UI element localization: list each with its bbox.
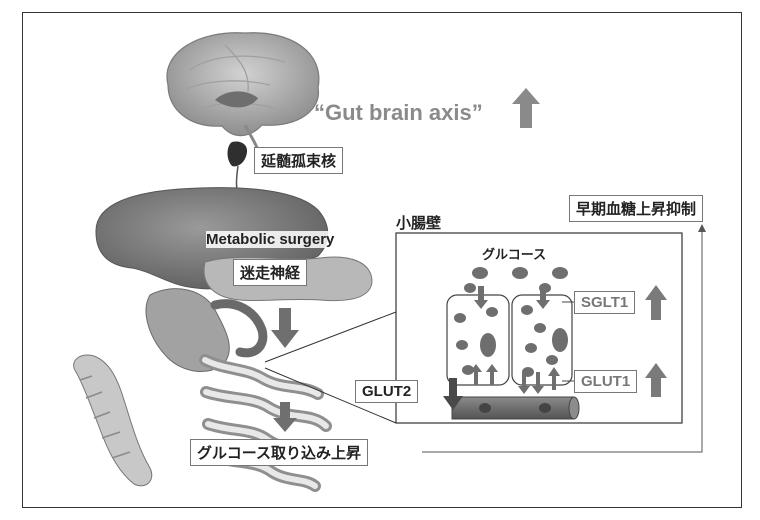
down-arrow-icon <box>271 308 299 348</box>
up-arrow-icon <box>645 285 667 320</box>
intestine-wall-label: 小腸壁 <box>396 212 441 233</box>
metabolic-surgery-label: Metabolic surgery <box>206 231 334 248</box>
vagus-nerve-label: 迷走神経 <box>233 259 307 286</box>
up-arrow-icon <box>645 363 667 397</box>
glut2-label: GLUT2 <box>355 380 418 403</box>
glucose-label: グルコース <box>482 244 546 263</box>
brain-illustration <box>167 33 319 150</box>
up-arrow-icon <box>512 88 540 128</box>
nucleus-label: 延髄孤束核 <box>254 147 343 174</box>
glucose-uptake-label: グルコース取り込み上昇 <box>190 439 368 466</box>
early-glucose-suppression-label: 早期血糖上昇抑制 <box>569 195 703 222</box>
nucleus-marker <box>228 141 248 166</box>
blood-vessel <box>452 397 574 419</box>
glut1-label: GLUT1 <box>574 370 637 393</box>
gut-brain-axis-title: “Gut brain axis” <box>314 100 483 126</box>
sglt1-label: SGLT1 <box>574 291 635 314</box>
colon-illustration <box>74 355 152 486</box>
